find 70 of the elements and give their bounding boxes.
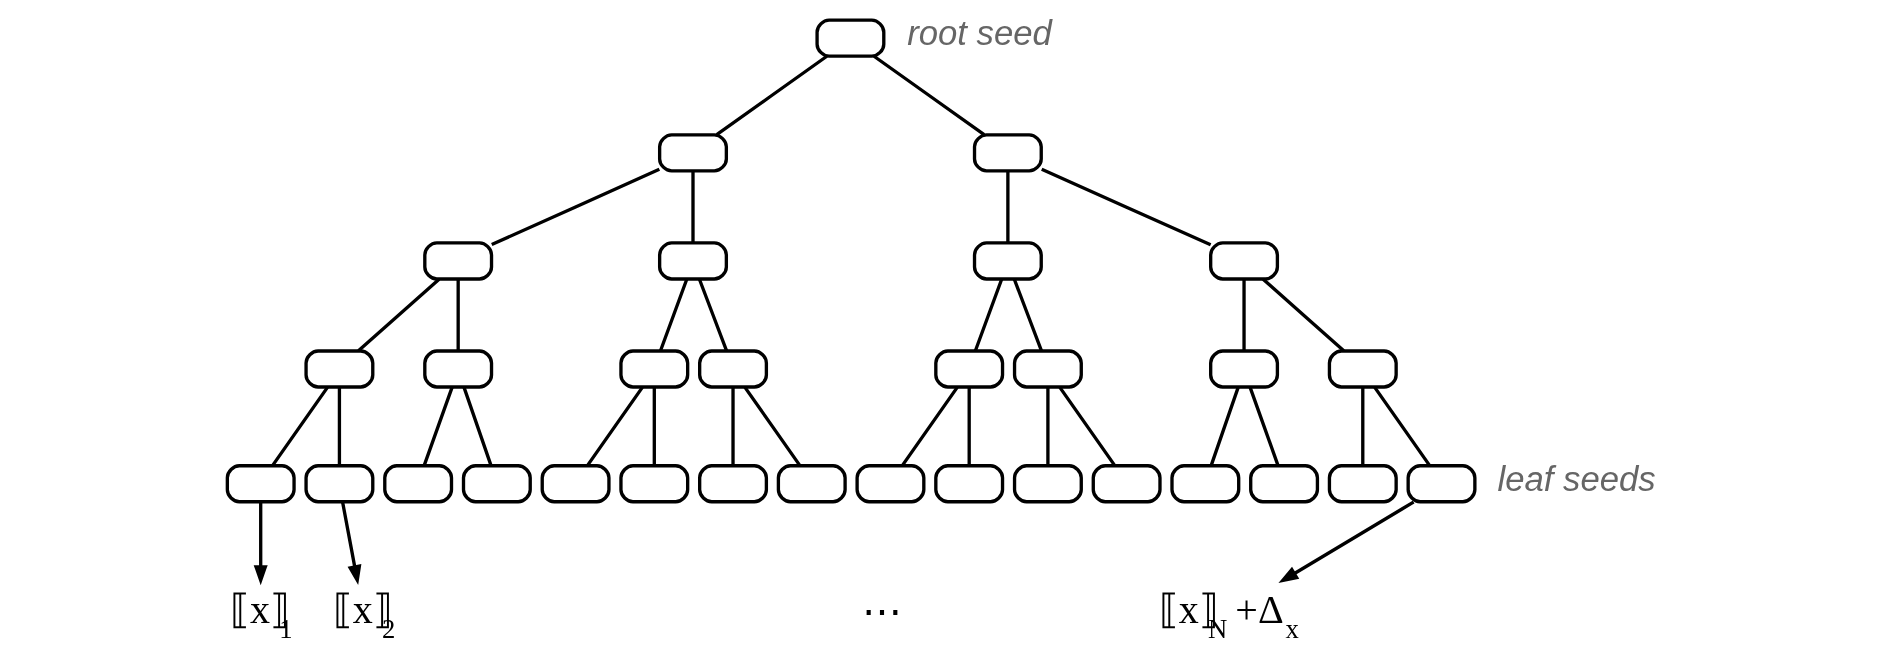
node-box xyxy=(1406,464,1477,504)
connector xyxy=(337,387,342,466)
connector xyxy=(715,54,828,136)
node-box xyxy=(1209,241,1280,281)
node-box xyxy=(423,241,494,281)
connector xyxy=(1058,386,1117,467)
node-box xyxy=(304,349,375,389)
node-box xyxy=(972,133,1043,173)
connector xyxy=(357,277,441,353)
node-box xyxy=(619,464,690,504)
node-text: ⟦x⟧$_{N}$ +Δ$_{x}$ xyxy=(1158,587,1299,645)
connector xyxy=(1006,171,1010,243)
connector xyxy=(1248,386,1280,467)
node-box xyxy=(934,464,1005,504)
connector xyxy=(456,279,460,351)
label: leaf seeds xyxy=(1497,459,1656,498)
node-box xyxy=(1091,464,1162,504)
connector xyxy=(973,278,1004,352)
node-box xyxy=(461,464,532,504)
node-text: ⟦x⟧$_{1}$ xyxy=(230,587,293,645)
connector xyxy=(967,387,971,466)
node-box xyxy=(815,18,886,58)
node-box xyxy=(776,464,847,504)
node-box xyxy=(423,349,494,389)
connector xyxy=(652,387,656,466)
node-box xyxy=(698,349,769,389)
connector xyxy=(1012,278,1044,352)
arrow xyxy=(1278,500,1415,584)
node-box xyxy=(540,464,611,504)
connector xyxy=(1242,279,1246,351)
connector xyxy=(491,167,661,247)
connector xyxy=(900,386,959,467)
node-box xyxy=(1209,349,1280,389)
node-box xyxy=(619,349,690,389)
arrow xyxy=(253,501,268,586)
node-box xyxy=(1012,464,1083,504)
arrow xyxy=(340,501,362,586)
node-box xyxy=(225,464,296,504)
node-box xyxy=(657,241,728,281)
node-text: ⟦x⟧$_{2}$ xyxy=(332,587,396,645)
connector xyxy=(422,386,454,467)
node-box xyxy=(1170,464,1241,504)
node-box xyxy=(972,241,1043,281)
node-box xyxy=(1327,349,1398,389)
connector xyxy=(743,386,802,467)
connector xyxy=(731,387,735,466)
connector xyxy=(691,171,695,243)
node-box xyxy=(383,464,454,504)
connector xyxy=(1041,167,1212,247)
connector xyxy=(1209,386,1240,467)
connector xyxy=(271,386,329,467)
node-label: root seed xyxy=(907,14,1052,53)
node-box xyxy=(855,464,926,504)
node-box xyxy=(1012,349,1083,389)
connector xyxy=(873,54,986,136)
node-box xyxy=(304,464,375,504)
node-box xyxy=(1327,464,1398,504)
connector xyxy=(658,278,689,352)
connector xyxy=(586,386,644,467)
node-box xyxy=(657,133,728,173)
connector xyxy=(697,278,729,352)
label: ⋯ xyxy=(861,588,902,634)
connector xyxy=(1373,386,1432,467)
connector xyxy=(1361,387,1365,466)
node-box xyxy=(698,464,769,504)
node-box xyxy=(934,349,1005,389)
connector xyxy=(1046,387,1050,466)
connector xyxy=(462,386,493,467)
node-box xyxy=(1249,464,1320,504)
connector xyxy=(1262,277,1345,353)
